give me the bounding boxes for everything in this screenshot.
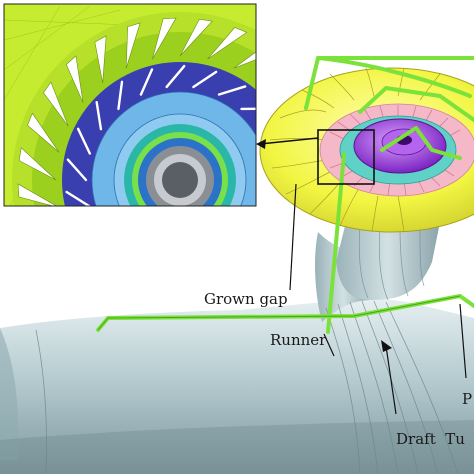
guide-vane	[94, 35, 107, 84]
runner-blade	[208, 266, 219, 291]
draft-tube-outlet	[0, 328, 19, 460]
guide-vane	[65, 55, 84, 103]
runner-blade	[75, 223, 101, 230]
runner-blade	[144, 273, 167, 288]
draft-tube	[0, 232, 474, 474]
runner-blade	[238, 251, 242, 278]
zoom-region-box	[317, 129, 375, 185]
runner-blade	[65, 190, 91, 206]
label-cut-off: P	[462, 390, 472, 408]
mesh-inset-frame	[3, 3, 257, 207]
runner-blade	[165, 64, 186, 89]
spiral-casing-ribs	[269, 67, 441, 233]
mesh-inset	[4, 4, 317, 317]
runner-blade	[76, 127, 92, 155]
runner-blade	[217, 85, 247, 96]
runner-blades	[65, 64, 282, 294]
guide-vane	[82, 292, 126, 317]
leader-runner	[323, 333, 335, 357]
leader-lines	[289, 183, 467, 415]
monitor-line-loop	[316, 56, 472, 98]
monitor-line-hub	[380, 126, 462, 160]
guide-vane	[23, 220, 68, 234]
guide-vane	[257, 66, 304, 83]
leader-grown-gap	[289, 183, 297, 291]
guide-vane	[56, 277, 103, 294]
guide-vane	[292, 234, 317, 278]
guide-vane	[125, 22, 141, 69]
spiral-casing	[259, 67, 474, 233]
guide-vane	[17, 183, 57, 206]
guide-vane	[43, 81, 69, 127]
runner-blade	[259, 231, 263, 258]
guide-vane	[36, 254, 83, 265]
guide-vane	[207, 27, 248, 60]
runner-blade	[270, 206, 282, 231]
zoom-connector	[259, 137, 319, 145]
runner-blade	[176, 273, 194, 294]
guide-vane	[27, 112, 60, 153]
guide-vane	[18, 147, 57, 181]
runner-blade	[117, 80, 124, 111]
zoom-connector-arrowhead	[256, 139, 266, 149]
runner-blade	[95, 100, 103, 131]
monitor-line-inner	[358, 86, 474, 122]
runner-blade	[139, 68, 154, 96]
draft-tube-shadow	[0, 420, 474, 474]
label-runner: Runner	[270, 331, 327, 349]
runner-blade	[66, 158, 88, 182]
draft-tube-neck	[336, 222, 440, 301]
draft-tube-body	[0, 299, 474, 474]
guide-vanes	[17, 17, 317, 317]
label-draft-tube: Draft Tu	[396, 430, 465, 448]
runner-blade	[192, 70, 218, 89]
leader-draft-tube	[385, 345, 397, 415]
label-grown-gap: Grown gap	[204, 290, 288, 308]
guide-vane	[152, 17, 177, 60]
leader-cut	[459, 303, 467, 379]
guide-vane	[179, 18, 213, 57]
runner-blade	[115, 266, 141, 274]
